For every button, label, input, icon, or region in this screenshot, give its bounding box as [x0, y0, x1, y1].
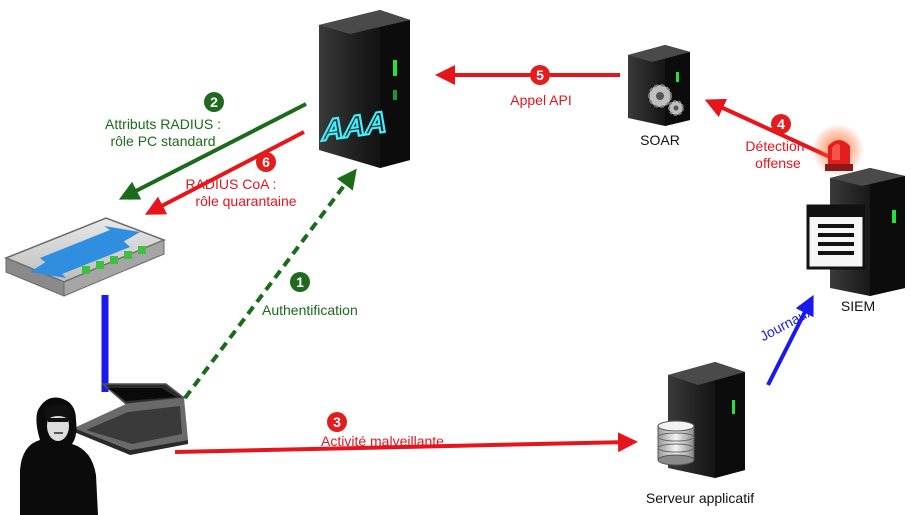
log-document-icon	[806, 204, 866, 270]
step-1-label: Authentification	[262, 302, 358, 318]
app-server-label: Serveur applicatif	[645, 490, 755, 506]
soar-server-icon	[628, 45, 690, 126]
step-6-label-line2: rôle quarantaine	[195, 193, 297, 209]
flow-2-radius-attributes-arrow	[118, 102, 307, 200]
step-1-badge: 1	[290, 272, 310, 292]
aaa-server-icon: AAA	[319, 10, 410, 168]
step-4-label-line2: offense	[755, 155, 801, 171]
flow-6-radius-coa-arrow	[144, 130, 305, 215]
flow-1-authentication-arrow	[183, 168, 357, 400]
step-3-badge: 3	[327, 412, 347, 432]
step-2-label-line1: Attributs RADIUS :	[105, 116, 221, 132]
flow-3-malicious-activity-arrow	[174, 432, 638, 454]
database-server-icon	[657, 362, 745, 478]
soar-label: SOAR	[640, 132, 680, 148]
logs-flow-arrow	[766, 294, 814, 386]
alarm-light-icon	[812, 124, 864, 176]
step-2-label-line2: rôle PC standard	[110, 133, 216, 149]
step-6-badge: 6	[256, 152, 276, 172]
gear-icon	[648, 84, 684, 116]
laptop-icon	[74, 383, 188, 455]
hooded-attacker-icon	[20, 397, 98, 515]
step-2-badge: 2	[204, 92, 224, 112]
step-4-label-line1: Détection	[745, 138, 805, 154]
siem-label: SIEM	[840, 298, 876, 314]
database-cylinder-icon	[657, 420, 695, 466]
siem-server-icon	[806, 168, 905, 296]
step-3-label: Activité malveillante	[321, 433, 444, 449]
network-switch-icon	[4, 217, 167, 297]
step-5-badge: 5	[530, 65, 550, 85]
step-5-label: Appel API	[510, 92, 572, 108]
step-6-label-line1: RADIUS CoA :	[185, 176, 277, 192]
flow-4-offense-detection-arrow	[704, 98, 833, 160]
step-4-badge: 4	[771, 114, 791, 134]
